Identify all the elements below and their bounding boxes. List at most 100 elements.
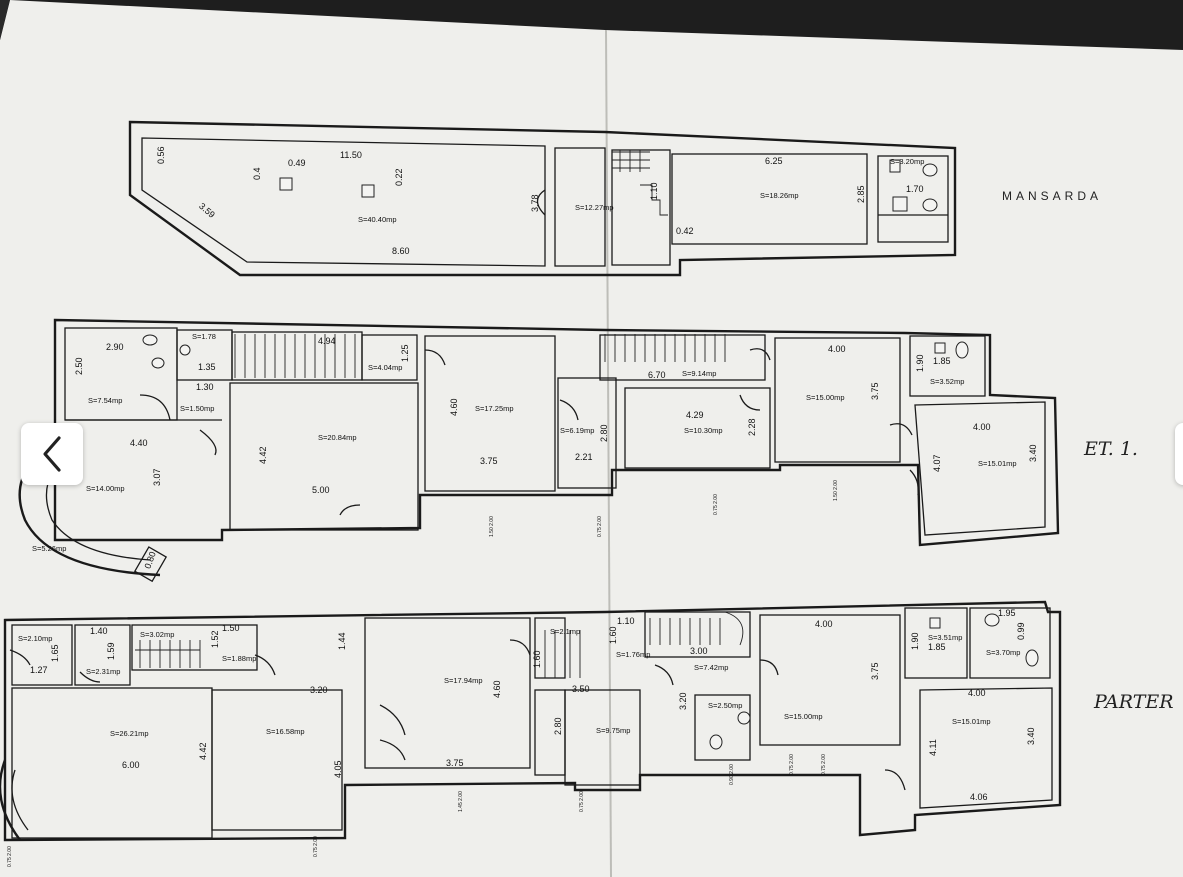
svg-text:0.75 2.00: 0.75 2.00 [597, 516, 603, 537]
dim-label: 3.07 [152, 468, 162, 486]
dim-label: 1.59 [106, 642, 116, 660]
svg-text:1.50 2.00: 1.50 2.00 [489, 516, 495, 537]
area-label: S=15.00mp [784, 712, 823, 721]
area-label: S=7.54mp [88, 396, 122, 405]
dim-label: 2.90 [106, 342, 124, 352]
dim-label: 1.30 [196, 382, 214, 392]
dim-label: 0.99 [1016, 622, 1026, 640]
svg-text:0.75 2.00: 0.75 2.00 [579, 791, 585, 812]
dim-label: 1.90 [910, 632, 920, 650]
dim-label: 1.70 [906, 184, 924, 194]
svg-text:0.75 2.00: 0.75 2.00 [313, 836, 319, 857]
dim-label: 4.94 [318, 336, 336, 346]
dim-label: 1.25 [400, 344, 410, 362]
dim-label: 1.27 [30, 665, 48, 675]
area-label: S=17.94mp [444, 676, 483, 685]
dim-label: 2.85 [856, 185, 866, 203]
dim-label: 1.10 [649, 182, 659, 200]
dim-label: 3.40 [1028, 444, 1038, 462]
dim-label: 4.05 [333, 760, 343, 778]
dim-label: 4.60 [492, 680, 502, 698]
area-label: S=18.26mp [760, 191, 799, 200]
area-label: S=26.21mp [110, 729, 149, 738]
svg-text:1.45 2.00: 1.45 2.00 [458, 791, 464, 812]
dim-label: 1.85 [933, 356, 951, 366]
area-label: S=17.25mp [475, 404, 514, 413]
area-label: S=5.26mp [32, 544, 66, 553]
dim-label: 1.95 [998, 608, 1016, 618]
plan-parter: 1.40 1.65 1.27 1.59 1.52 1.50 1.44 3.20 … [0, 600, 1062, 867]
area-label: S=12.27mp [575, 203, 614, 212]
svg-text:0.90 2.00: 0.90 2.00 [729, 764, 735, 785]
dim-label: 0.49 [288, 158, 306, 168]
area-label: S=1.88mp [222, 654, 256, 663]
dim-label: 2.80 [553, 717, 563, 735]
dim-label: 1.40 [90, 626, 108, 636]
area-label: S=3.02mp [140, 630, 174, 639]
area-label: S=3.52mp [930, 377, 964, 386]
area-label: S=15.00mp [806, 393, 845, 402]
dim-label: 0.42 [676, 226, 694, 236]
dim-label: 3.00 [690, 646, 708, 656]
dim-label: 1.44 [337, 632, 347, 650]
area-label: S=3.70mp [986, 648, 1020, 657]
area-label: S=9.14mp [682, 369, 716, 378]
area-label: S=16.58mp [266, 727, 305, 736]
dim-label: 6.25 [765, 156, 783, 166]
dim-label: 1.52 [210, 630, 220, 648]
area-label: S=1.76mp [616, 650, 650, 659]
dim-label: 0.22 [394, 168, 404, 186]
dim-label: 4.06 [970, 792, 988, 802]
chevron-left-icon [43, 436, 61, 472]
dim-label: 1.50 [222, 623, 240, 633]
dim-label: 4.00 [815, 619, 833, 629]
floor-title-mansarda: MANSARDA [1002, 189, 1102, 203]
dim-label: 4.60 [449, 398, 459, 416]
plan-etaj-1: 2.90 2.50 1.35 1.30 4.94 1.25 4.40 3.07 … [18, 318, 1060, 583]
dim-label: 1.60 [608, 626, 618, 644]
dim-label: 4.40 [130, 438, 148, 448]
area-label: S=1.78 [192, 332, 216, 341]
area-label: S=20.84mp [318, 433, 357, 442]
area-label: S=3.51mp [928, 633, 962, 642]
svg-text:1.50 2.00: 1.50 2.00 [833, 480, 839, 501]
dim-label: 3.50 [572, 684, 590, 694]
previous-image-button[interactable] [21, 423, 83, 485]
dim-label: 2.80 [599, 424, 609, 442]
svg-text:0.75 2.00: 0.75 2.00 [7, 846, 13, 867]
dim-label: 1.85 [928, 642, 946, 652]
area-label: S=6.19mp [560, 426, 594, 435]
dim-label: 4.11 [928, 739, 938, 756]
area-label: S=2.50mp [708, 701, 742, 710]
area-label: S=15.01mp [978, 459, 1017, 468]
dim-label: 1.90 [915, 354, 925, 372]
area-label: S=2.10mp [18, 634, 52, 643]
dim-label: 3.20 [310, 685, 328, 695]
dim-label: 4.00 [968, 688, 986, 698]
area-label: S=7.42mp [694, 663, 728, 672]
area-label: S=3.20mp [890, 157, 924, 166]
plan-mansarda: 11.50 0.56 0.49 0.4 0.22 3.59 8.60 3.78 … [128, 120, 957, 277]
dim-label: 2.21 [575, 452, 593, 462]
dim-label: 3.20 [678, 692, 688, 710]
dim-label: 4.42 [198, 742, 208, 760]
dim-label: 4.29 [686, 410, 704, 420]
dim-label: 5.00 [312, 485, 330, 495]
dim-label: 1.65 [50, 644, 60, 662]
dim-label: 4.42 [258, 446, 268, 464]
floor-title-et1: ET. 1. [1083, 438, 1138, 460]
dim-label: 4.00 [828, 344, 846, 354]
dim-label: 6.00 [122, 760, 140, 770]
paper-fold [605, 29, 612, 877]
dim-label: 1.60 [532, 650, 542, 668]
dim-label: 2.50 [74, 357, 84, 375]
dim-label: 1.35 [198, 362, 216, 372]
dim-label: 3.40 [1026, 727, 1036, 745]
dim-label: 3.75 [870, 662, 880, 680]
next-image-button[interactable] [1175, 423, 1183, 485]
area-label: S=9.75mp [596, 726, 630, 735]
area-label: S=4.04mp [368, 363, 402, 372]
area-label: S=40.40mp [358, 215, 397, 224]
